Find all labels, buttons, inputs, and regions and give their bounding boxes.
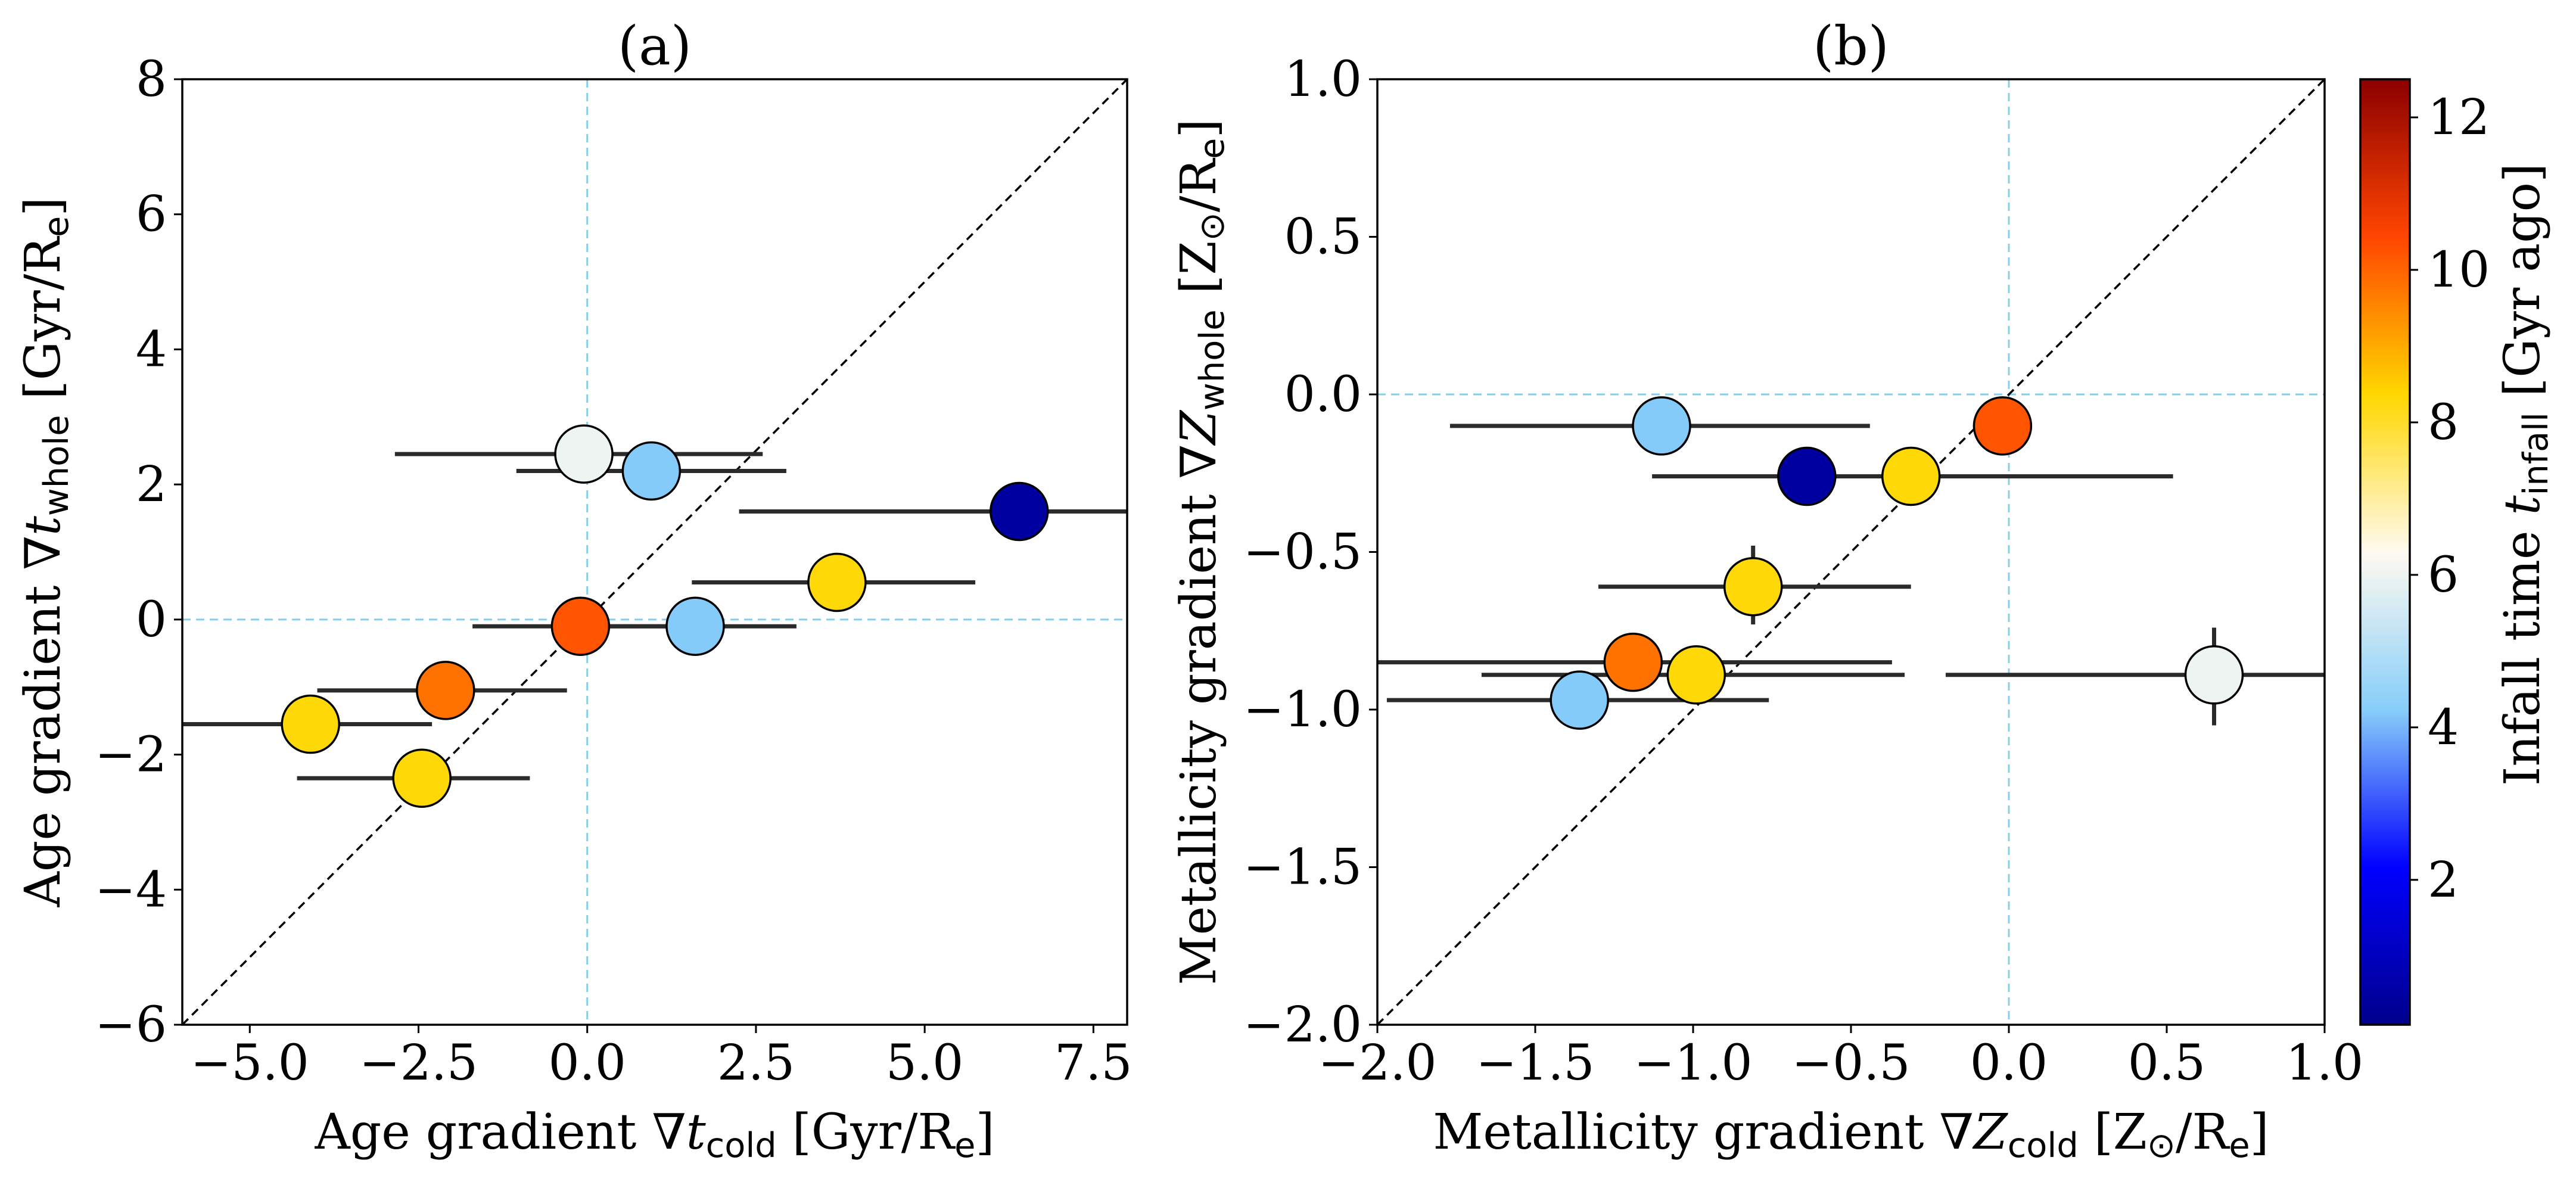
panel-b-xtick-label-2: −1.0: [1634, 1035, 1752, 1091]
panel-b-ytick-label-6: 1.0: [1284, 51, 1362, 108]
panel-a-xlabel: Age gradient ∇tcold [Gyr/Re]: [315, 1104, 995, 1165]
panel-a-point-3: [807, 552, 867, 612]
panel-a-frame: [181, 78, 1128, 1026]
colorbar-tick-label-3: 8: [2428, 394, 2459, 451]
panel-a-ytick-label-6: 6: [136, 186, 167, 243]
panel-b-point-6: [1666, 645, 1726, 705]
panel-a: −5.0 −2.5 0.0 2.5 5.0 7.5 −6 −4 −2 0 2 4 6 8 (a) Age gr…: [15, 15, 1133, 1165]
colorbar-tick-label-1: 4: [2428, 699, 2459, 756]
panel-a-point-7: [281, 694, 340, 754]
panel-b-xtick-label-6: 1.0: [2286, 1035, 2363, 1091]
panel-a-point-6: [416, 661, 475, 720]
colorbar-label: Infall time tinfall [Gyr ago]: [2494, 163, 2556, 786]
panel-a-point-4: [550, 596, 611, 656]
panel-b-point-5: [1603, 632, 1663, 692]
panel-b-ytick-label-3: −0.5: [1243, 524, 1362, 581]
panel-a-point-8: [392, 748, 452, 808]
panel-a-xtick-label-4: 5.0: [886, 1035, 963, 1091]
panel-b-ytick-label-5: 0.5: [1284, 209, 1362, 266]
panel-b-xtick-label-3: −0.5: [1791, 1035, 1910, 1091]
panel-b-xtick-label-5: 0.5: [2128, 1035, 2205, 1091]
panel-a-one-to-one-line: [182, 79, 1127, 1025]
panel-b-point-2: [1777, 446, 1837, 506]
panel-b-point-4: [1723, 556, 1783, 617]
panel-b-one-to-one-line: [1377, 79, 2325, 1025]
panel-a-plot-area: [182, 79, 1127, 1025]
panel-a-xtick-label-1: −2.5: [359, 1035, 478, 1091]
panel-a-point-5: [665, 596, 725, 656]
panel-b-ytick-label-0: −2.0: [1243, 997, 1362, 1053]
panel-b-ytick-label-2: −1.0: [1243, 682, 1362, 738]
colorbar-tick-label-0: 2: [2428, 852, 2459, 909]
panel-b-xtick-label-1: −1.5: [1476, 1035, 1594, 1091]
panel-a-ytick-label-2: −2: [95, 727, 167, 783]
panel-a-xtick-label-0: −5.0: [191, 1035, 309, 1091]
panel-b-point-0: [1632, 396, 1691, 456]
panel-b-xtick-label-0: −2.0: [1318, 1035, 1436, 1091]
panel-a-ytick-label-0: −6: [95, 997, 167, 1053]
panel-b-point-8: [2184, 645, 2244, 705]
panel-b: −2.0 −1.5 −1.0 −0.5 0.0 0.5 1.0 −2.0 −1.5 −1.0 −0.…: [1171, 15, 2363, 1165]
panel-a-point-1: [621, 441, 682, 501]
panel-b-point-7: [1550, 670, 1609, 730]
panel-a-xtick-label-3: 2.5: [717, 1035, 795, 1091]
panel-a-ytick-label-3: 0: [136, 592, 167, 648]
panel-b-ylabel: Metallicity gradient ∇Zwhole [Z⊙/Re]: [1171, 119, 1232, 985]
panel-b-ytick-label-1: −1.5: [1243, 839, 1362, 896]
panel-b-xtick-label-4: 0.0: [1970, 1035, 2048, 1091]
panel-a-ytick-label-5: 4: [136, 321, 167, 378]
panel-b-plot-area: [1377, 79, 2325, 1025]
panel-a-ytick-label-7: 8: [136, 51, 167, 108]
panel-a-point-2: [989, 481, 1049, 542]
colorbar-gradient: [2359, 78, 2411, 1026]
colorbar-tick-label-4: 10: [2428, 242, 2490, 298]
panel-a-ytick-label-1: −4: [95, 861, 167, 918]
panel-a-xtick-label-5: 7.5: [1054, 1035, 1132, 1091]
panel-b-point-3: [1881, 446, 1941, 506]
colorbar-tick-label-5: 12: [2428, 89, 2490, 146]
panel-b-title: (b): [1813, 15, 1889, 77]
panel-b-point-1: [1973, 396, 2033, 456]
panel-a-ylabel: Age gradient ∇twhole [Gyr/Re]: [15, 197, 76, 908]
panel-a-ytick-label-4: 2: [136, 456, 167, 513]
panel-a-xtick-label-2: 0.0: [549, 1035, 626, 1091]
panel-a-title: (a): [618, 15, 692, 77]
colorbar-tick-label-2: 6: [2428, 547, 2459, 604]
panel-a-point-0: [554, 424, 614, 484]
panel-b-ytick-label-4: 0.0: [1284, 366, 1362, 423]
panel-b-xlabel: Metallicity gradient ∇Zcold [Z⊙/Re]: [1433, 1104, 2269, 1165]
